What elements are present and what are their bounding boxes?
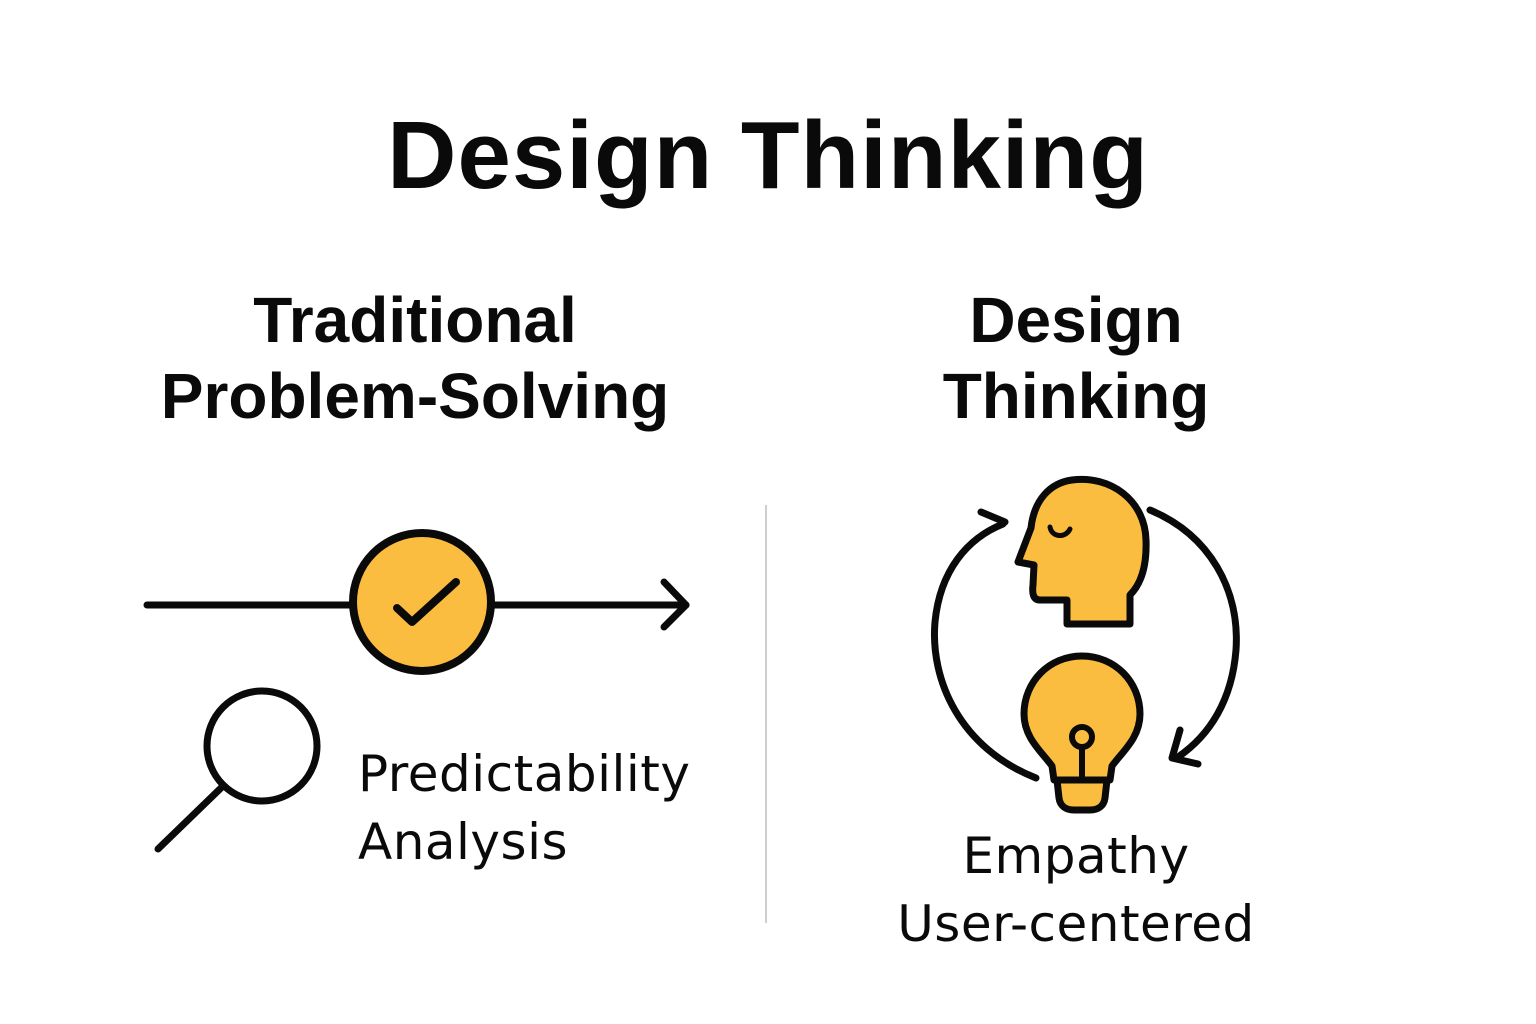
column-divider — [765, 505, 767, 923]
traditional-heading-line2: Problem-Solving — [160, 360, 670, 432]
design-thinking-heading: Design Thinking — [876, 282, 1276, 434]
label-empathy: Empathy — [962, 827, 1190, 885]
label-predictability: Predictability — [358, 745, 691, 803]
label-analysis: Analysis — [358, 813, 569, 871]
page-title: Design Thinking — [387, 102, 1149, 209]
traditional-labels: Predictability Analysis — [358, 740, 690, 876]
traditional-heading: Traditional Problem-Solving — [110, 282, 720, 434]
design-thinking-heading-line2: Thinking — [942, 360, 1210, 432]
design-thinking-heading-line1: Design — [969, 284, 1183, 356]
label-user-centered: User-centered — [897, 895, 1255, 953]
design-thinking-labels: Empathy User-centered — [876, 822, 1276, 958]
traditional-heading-line1: Traditional — [253, 284, 577, 356]
